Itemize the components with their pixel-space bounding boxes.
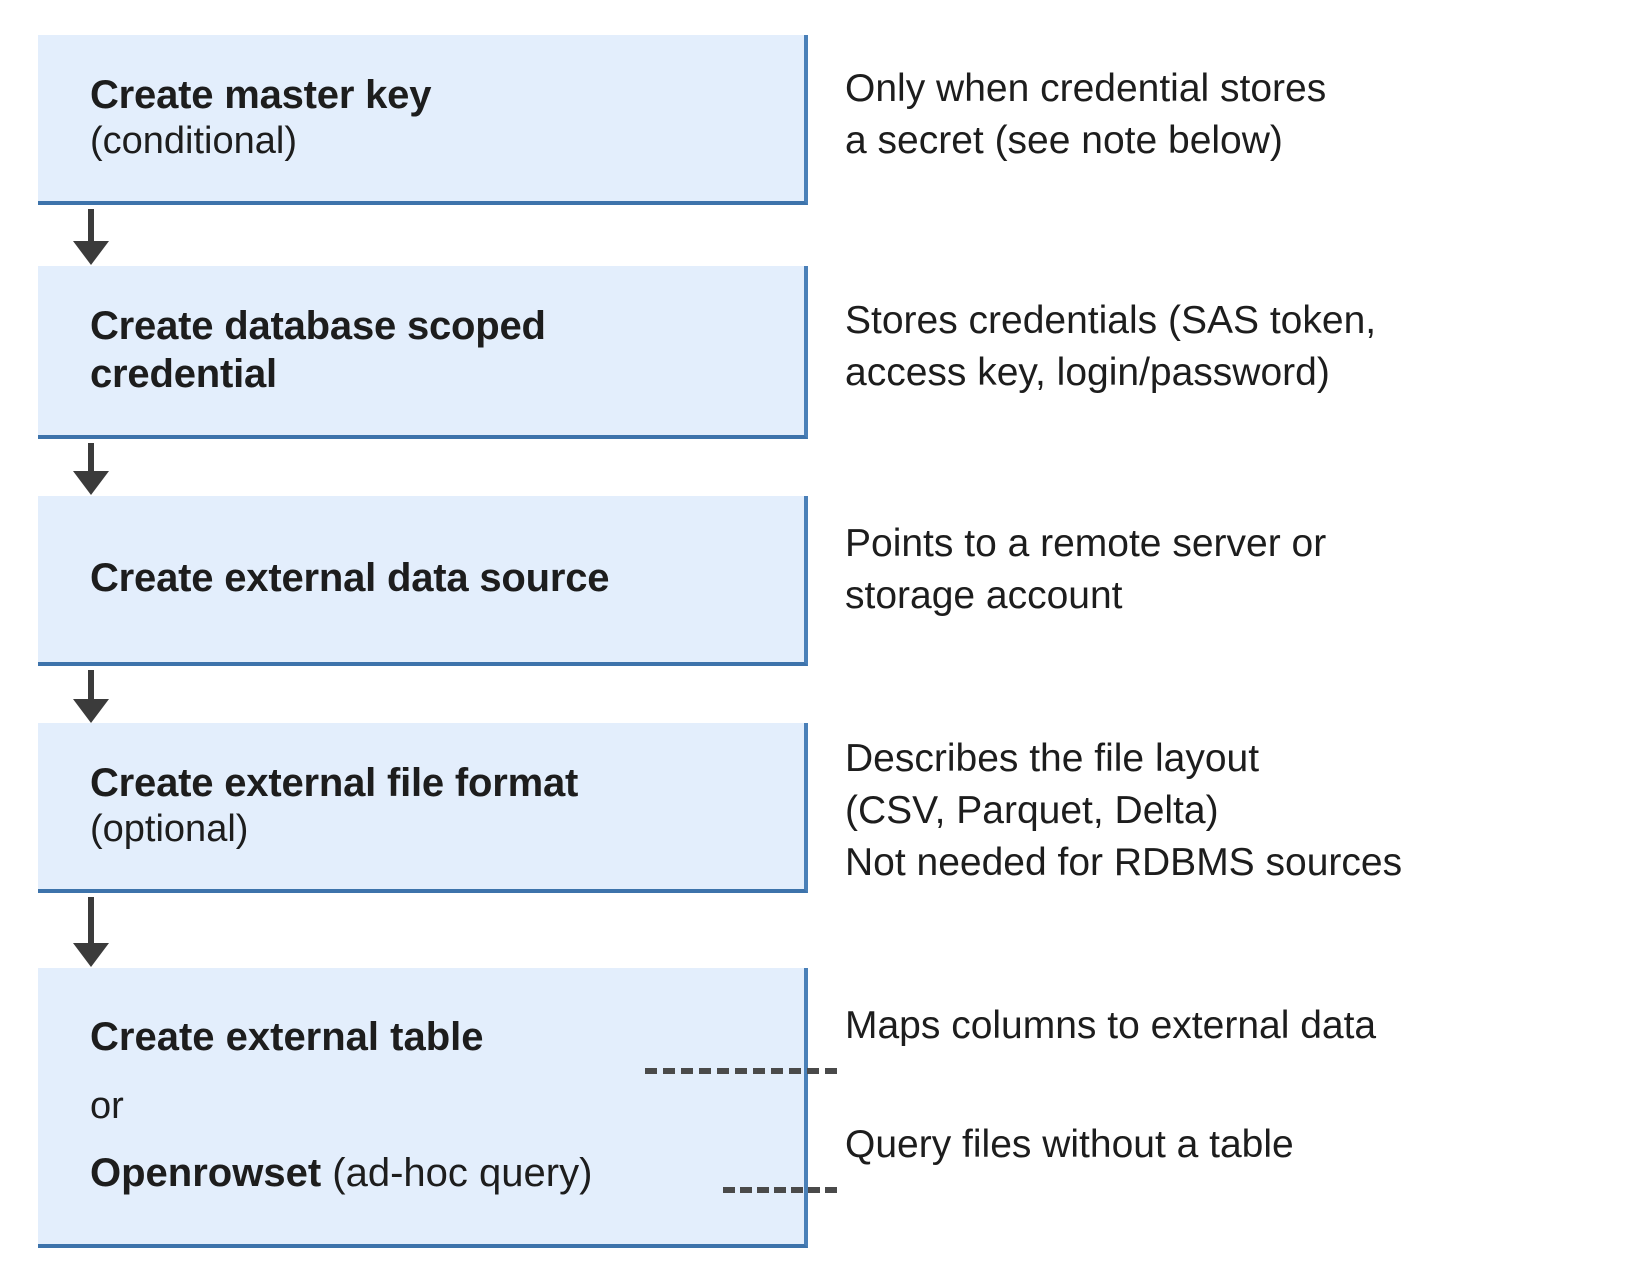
step-box-create-external-data-source[interactable]: Create external data source — [38, 496, 808, 666]
step-title-create-database-scoped-credential: Create database scoped credential — [90, 304, 546, 396]
step-box-create-master-key[interactable]: Create master key (conditional) — [38, 35, 808, 205]
note-create-external-data-source: Points to a remote server or storage acc… — [845, 522, 1327, 617]
step-title-create-master-key: Create master key — [90, 72, 432, 117]
note-openrowset: Query files without a table — [845, 1123, 1294, 1166]
dashed-connector-openrowset — [723, 1187, 837, 1193]
step-box-create-database-scoped-credential[interactable]: Create database scoped credential — [38, 266, 808, 439]
arrow-down-icon — [88, 209, 94, 245]
step-box-create-external-table-or-openrowset[interactable]: Create external table or Openrowset (ad-… — [38, 968, 808, 1248]
note-create-database-scoped-credential: Stores credentials (SAS token, access ke… — [845, 299, 1377, 394]
step-subtitle-optional: (optional) — [90, 808, 249, 851]
step-title-create-external-table: Create external table — [90, 1014, 804, 1061]
step-title-create-external-data-source: Create external data source — [90, 556, 610, 601]
openrowset-label: Openrowset — [90, 1151, 322, 1196]
step-title-create-external-file-format: Create external file format — [90, 760, 579, 805]
note-create-master-key: Only when credential stores a secret (se… — [845, 67, 1327, 162]
dashed-connector-external-table — [645, 1068, 837, 1074]
create-external-table-label: Create external table — [90, 1015, 484, 1060]
arrow-down-icon — [88, 670, 94, 703]
step-subtitle-conditional: (conditional) — [90, 120, 297, 163]
step-box-create-external-file-format[interactable]: Create external file format (optional) — [38, 723, 808, 893]
note-create-external-file-format: Describes the file layout (CSV, Parquet,… — [845, 737, 1403, 884]
arrow-down-icon — [88, 443, 94, 475]
or-label: or — [90, 1084, 124, 1127]
note-create-external-table: Maps columns to external data — [845, 1004, 1377, 1047]
step-or-separator: or — [90, 1084, 804, 1129]
step-title-openrowset: Openrowset (ad-hoc query) — [90, 1150, 804, 1197]
arrow-down-icon — [88, 897, 94, 947]
openrowset-suffix-label: (ad-hoc query) — [321, 1151, 593, 1196]
